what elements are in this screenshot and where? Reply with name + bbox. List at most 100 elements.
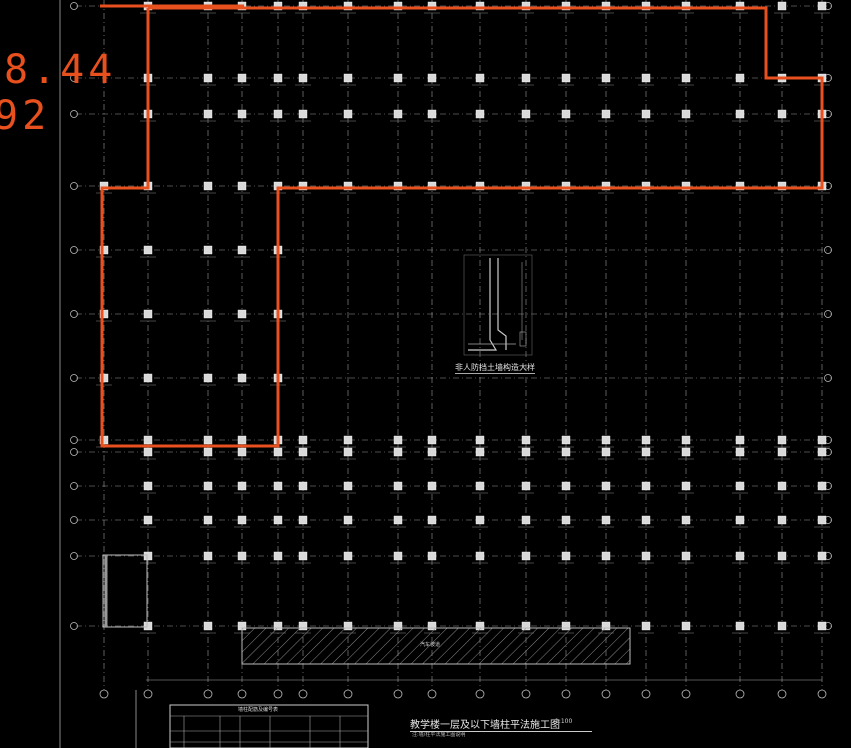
column-mark <box>203 435 213 445</box>
axis-bubble <box>70 516 78 524</box>
column-mark <box>393 515 403 525</box>
column-mark <box>273 481 283 491</box>
column-mark <box>203 515 213 525</box>
column-mark <box>641 551 651 561</box>
column-mark <box>298 515 308 525</box>
column-mark <box>143 309 153 319</box>
column-mark <box>203 109 213 119</box>
axis-bubble <box>70 448 78 456</box>
column-mark <box>735 1 745 11</box>
column-mark <box>777 1 787 11</box>
schedule-table <box>169 704 369 748</box>
column-mark <box>777 447 787 457</box>
column-mark <box>237 373 247 383</box>
column-mark <box>237 447 247 457</box>
column-mark <box>237 73 247 83</box>
column-mark <box>681 481 691 491</box>
column-mark <box>393 435 403 445</box>
column-mark <box>143 447 153 457</box>
column-mark <box>298 435 308 445</box>
column-mark <box>641 181 651 191</box>
column-mark <box>427 109 437 119</box>
column-mark <box>735 621 745 631</box>
column-mark <box>237 245 247 255</box>
axis-bubble <box>70 482 78 490</box>
column-mark <box>735 109 745 119</box>
column-mark <box>777 435 787 445</box>
column-mark <box>143 435 153 445</box>
column-mark <box>561 515 571 525</box>
axis-bubble <box>70 552 78 560</box>
column-mark <box>641 109 651 119</box>
column-mark <box>343 181 353 191</box>
column-mark <box>641 447 651 457</box>
axis-bubble <box>273 689 283 699</box>
column-mark <box>561 73 571 83</box>
axis-bubble <box>681 689 691 699</box>
column-mark <box>427 73 437 83</box>
column-mark <box>521 1 531 11</box>
column-mark <box>237 309 247 319</box>
column-mark <box>601 181 611 191</box>
column-mark <box>817 435 827 445</box>
column-mark <box>273 109 283 119</box>
column-mark <box>273 551 283 561</box>
drawing-scale: 1:100 <box>555 718 573 725</box>
ramp-hatch <box>241 627 631 665</box>
column-mark <box>143 245 153 255</box>
axis-bubble <box>475 689 485 699</box>
wall-detail-drawing <box>463 254 533 356</box>
column-mark <box>393 481 403 491</box>
column-mark <box>641 73 651 83</box>
column-mark <box>99 309 109 319</box>
column-mark <box>143 551 153 561</box>
detail-caption: 非人防挡土墙构造大样 <box>455 363 535 374</box>
axis-bubble <box>641 689 651 699</box>
axis-bubble <box>143 689 153 699</box>
axis-bubble <box>824 310 832 318</box>
column-mark <box>681 181 691 191</box>
column-mark <box>237 515 247 525</box>
column-mark <box>561 447 571 457</box>
column-mark <box>817 621 827 631</box>
axis-bubble <box>298 689 308 699</box>
column-mark <box>561 181 571 191</box>
column-mark <box>143 373 153 383</box>
column-mark <box>343 515 353 525</box>
column-mark <box>475 447 485 457</box>
column-mark <box>475 109 485 119</box>
column-mark <box>521 73 531 83</box>
column-mark <box>817 481 827 491</box>
column-mark <box>203 181 213 191</box>
column-mark <box>99 435 109 445</box>
column-mark <box>203 621 213 631</box>
axis-bubble <box>237 689 247 699</box>
column-mark <box>735 73 745 83</box>
column-mark <box>143 621 153 631</box>
column-mark <box>641 515 651 525</box>
column-mark <box>735 515 745 525</box>
axis-bubble <box>70 182 78 190</box>
column-mark <box>427 515 437 525</box>
column-mark <box>298 109 308 119</box>
column-mark <box>561 435 571 445</box>
column-mark <box>203 551 213 561</box>
column-mark <box>298 73 308 83</box>
column-mark <box>681 447 691 457</box>
column-mark <box>561 481 571 491</box>
axis-bubble <box>70 110 78 118</box>
column-mark <box>298 1 308 11</box>
column-mark <box>298 551 308 561</box>
column-mark <box>237 435 247 445</box>
axis-grid <box>59 0 832 748</box>
column-mark <box>393 1 403 11</box>
axis-bubble <box>70 374 78 382</box>
axis-bubble <box>70 310 78 318</box>
axis-bubble <box>521 689 531 699</box>
column-mark <box>237 481 247 491</box>
axis-bubble <box>561 689 571 699</box>
column-mark <box>601 447 611 457</box>
column-mark <box>237 109 247 119</box>
column-mark <box>427 1 437 11</box>
